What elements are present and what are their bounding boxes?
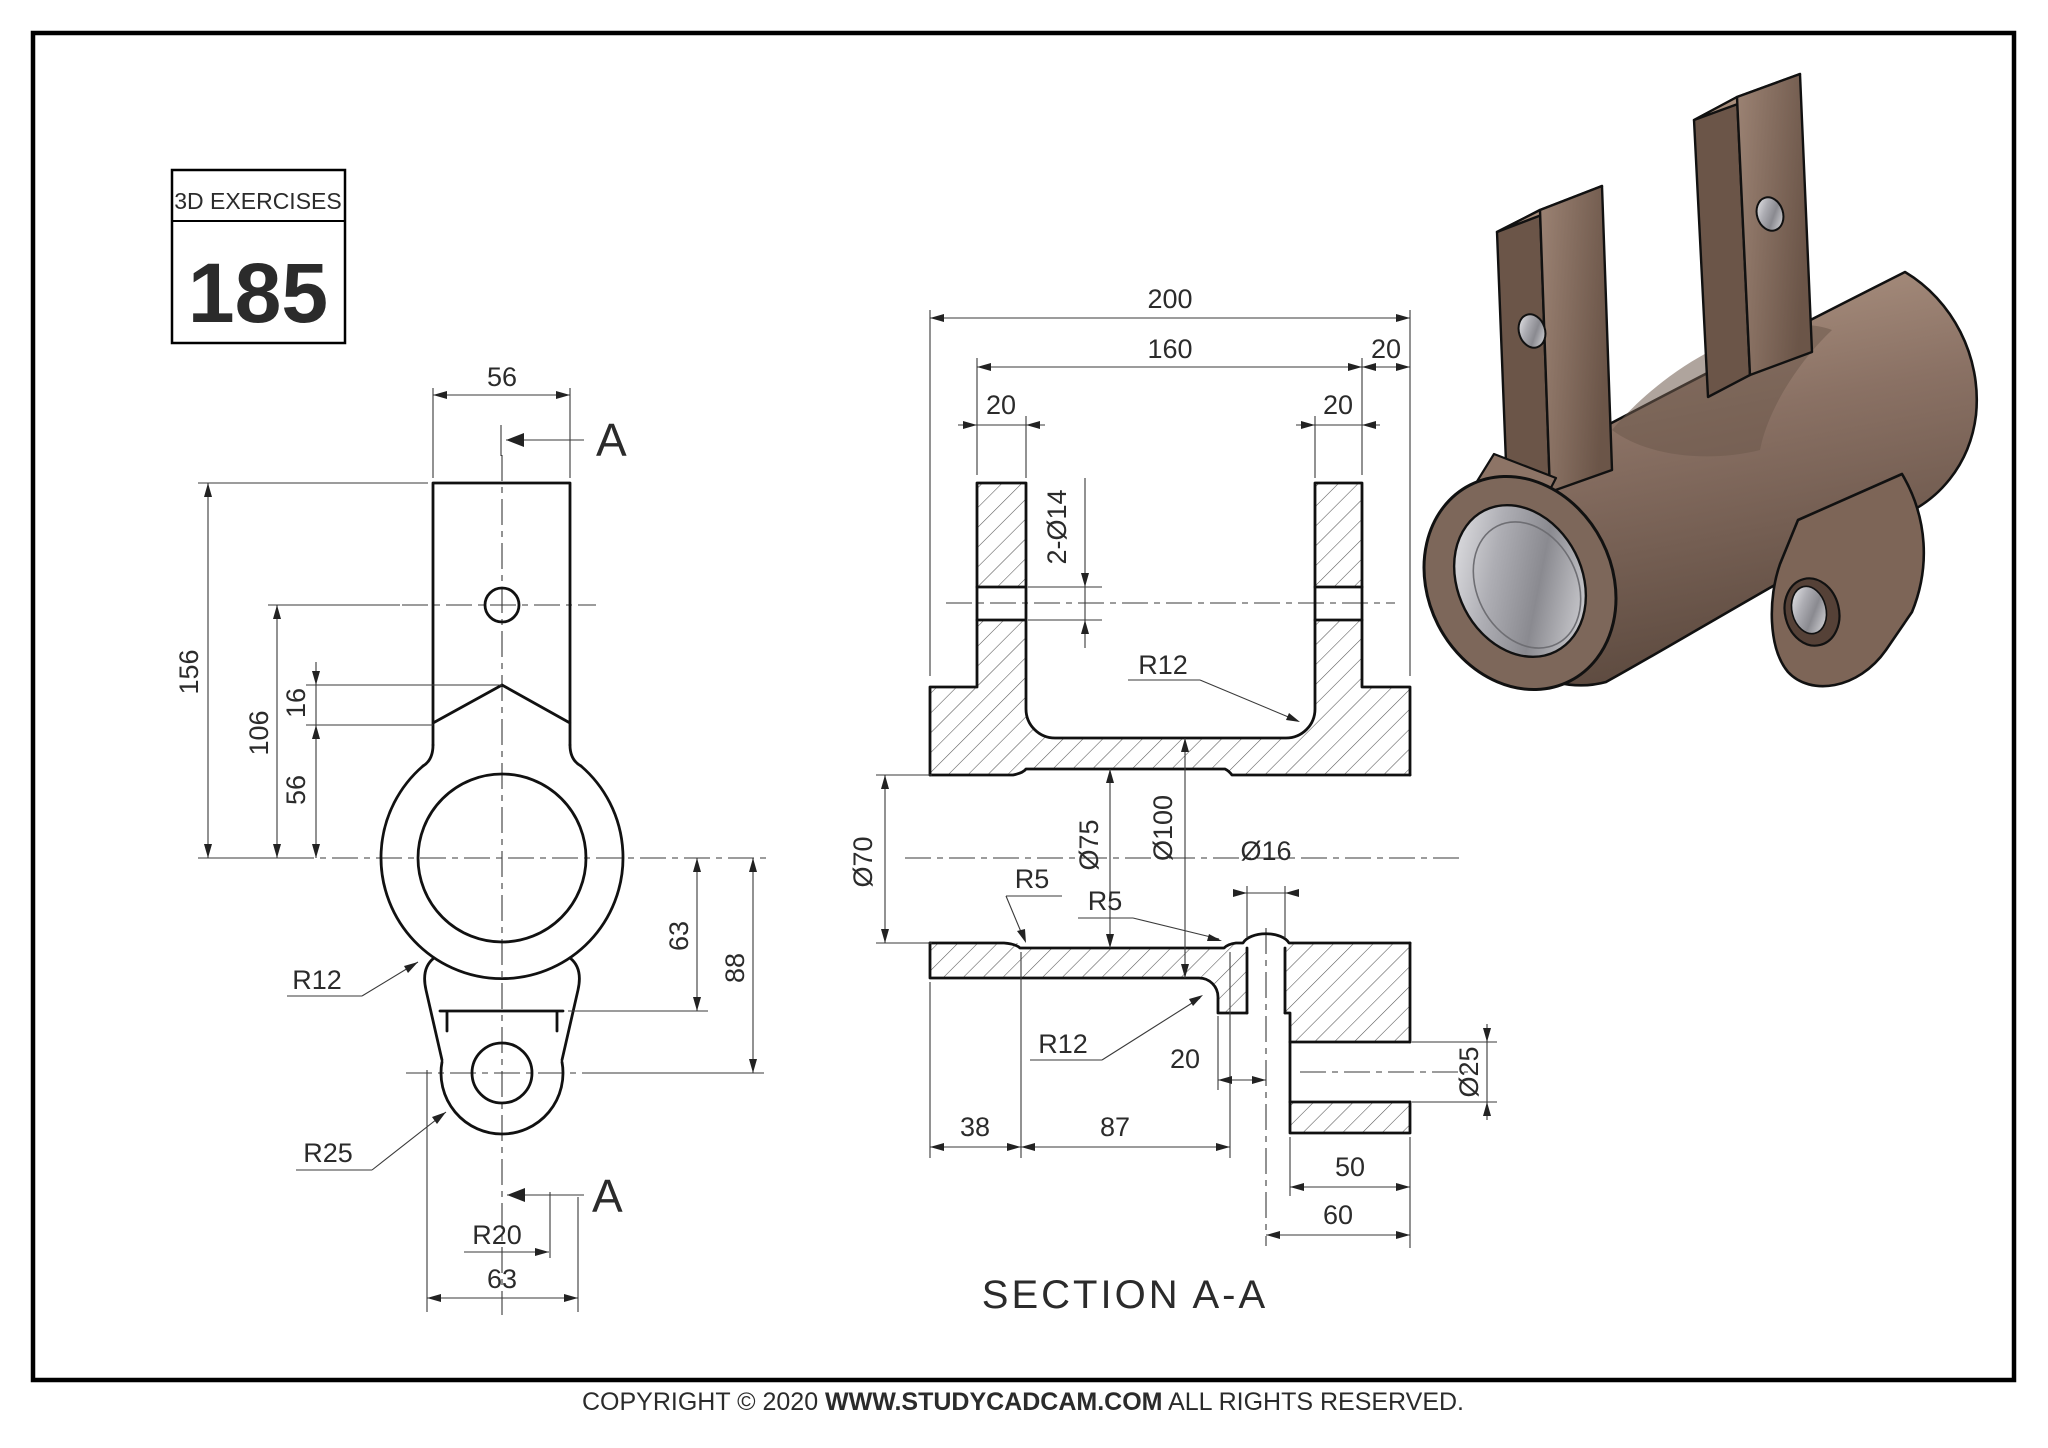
front-dim-total-height: 156	[174, 649, 204, 694]
section-title: SECTION A-A	[982, 1273, 1268, 1317]
section-dim-tab-span: 160	[1147, 334, 1192, 364]
front-dim-tab-width: 56	[487, 362, 517, 392]
section-outer-edges	[928, 481, 1412, 1135]
front-dimension-lines	[198, 388, 764, 1312]
front-dim-center-hole: 88	[720, 953, 750, 983]
section-dim-drill: Ø16	[1240, 836, 1291, 866]
section-dim-tab-right: 20	[1323, 390, 1353, 420]
front-lug-outline	[423, 956, 581, 1136]
section-dimension-lines	[876, 310, 1497, 1248]
front-bore-circle	[416, 772, 588, 944]
section-dim-lug-hole: Ø25	[1454, 1046, 1484, 1097]
section-dim-hole-offset: 20	[1170, 1044, 1200, 1074]
iso-front-bore	[1452, 503, 1588, 659]
front-dim-gable-base: 56	[281, 775, 311, 805]
section-dim-lug-offset: 60	[1323, 1200, 1353, 1230]
front-lug-hole	[470, 1041, 534, 1105]
front-section-marker-bottom: A	[592, 1170, 623, 1222]
iso-bore-inner-edge	[1472, 521, 1582, 649]
front-arrowheads	[204, 391, 757, 1302]
section-dim-outer: Ø100	[1148, 795, 1178, 861]
section-dim-bore-left: Ø70	[848, 836, 878, 887]
section-dim-cavity: Ø75	[1074, 819, 1104, 870]
front-boss-outer-circle	[379, 764, 625, 980]
front-view: 56 A 156 106 16 56 63 88 R12 R25 R20 A 6…	[174, 362, 772, 1315]
front-label-lug-radius: R25	[303, 1138, 353, 1168]
iso-right-tab	[1692, 72, 1814, 399]
section-dim-lug-width: 50	[1335, 1152, 1365, 1182]
front-section-marker-top: A	[596, 414, 627, 466]
section-dim-total-length: 200	[1147, 284, 1192, 314]
front-label-taper-radius: R20	[472, 1220, 522, 1250]
section-bore-edges	[928, 767, 1412, 950]
iso-lug-hole	[1790, 585, 1828, 635]
section-dim-cavity-length: 87	[1100, 1112, 1130, 1142]
section-dim-right-end: 20	[1371, 334, 1401, 364]
front-tab-outline	[431, 481, 572, 747]
front-dim-hole-height: 106	[244, 710, 274, 755]
section-dim-bore-depth: 38	[960, 1112, 990, 1142]
copyright-suffix: ALL RIGHTS RESERVED.	[1163, 1388, 1465, 1416]
exercise-title-block: 3D EXERCISES 185	[170, 168, 347, 345]
copyright-line: COPYRIGHT © 2020 WWW.STUDYCADCAM.COM ALL…	[582, 1388, 1464, 1416]
section-hole-edges	[975, 585, 1412, 1104]
front-dim-bottom-width: 63	[487, 1264, 517, 1294]
front-dim-center-shelf: 63	[664, 921, 694, 951]
iso-3d-preview	[1422, 72, 1979, 692]
section-label-channel-fillet: R12	[1138, 650, 1188, 680]
exercise-series-label: 3D EXERCISES	[174, 188, 341, 214]
section-dim-tab-left: 20	[986, 390, 1016, 420]
front-centerlines	[270, 455, 772, 1315]
section-label-fillet-right: R5	[1088, 886, 1123, 916]
copyright-prefix: COPYRIGHT © 2020	[582, 1388, 825, 1416]
front-lug-shelf	[438, 1009, 565, 1033]
section-view: 200 160 20 20 20 2-Ø14 R12 Ø70 Ø75 Ø100 …	[848, 284, 1497, 1317]
iso-left-tab	[1495, 184, 1614, 516]
section-label-fillet-left: R5	[1015, 864, 1050, 894]
copyright-site: WWW.STUDYCADCAM.COM	[825, 1388, 1162, 1416]
front-label-fillet: R12	[292, 965, 342, 995]
front-tab-fillets	[421, 743, 583, 768]
section-arrowheads	[881, 314, 1491, 1239]
section-label-lug-fillet: R12	[1038, 1029, 1088, 1059]
exercise-number: 185	[188, 246, 328, 340]
front-dim-gable-height: 16	[281, 688, 311, 718]
front-tab-hole	[483, 586, 521, 624]
section-label-tab-holes: 2-Ø14	[1042, 489, 1072, 564]
